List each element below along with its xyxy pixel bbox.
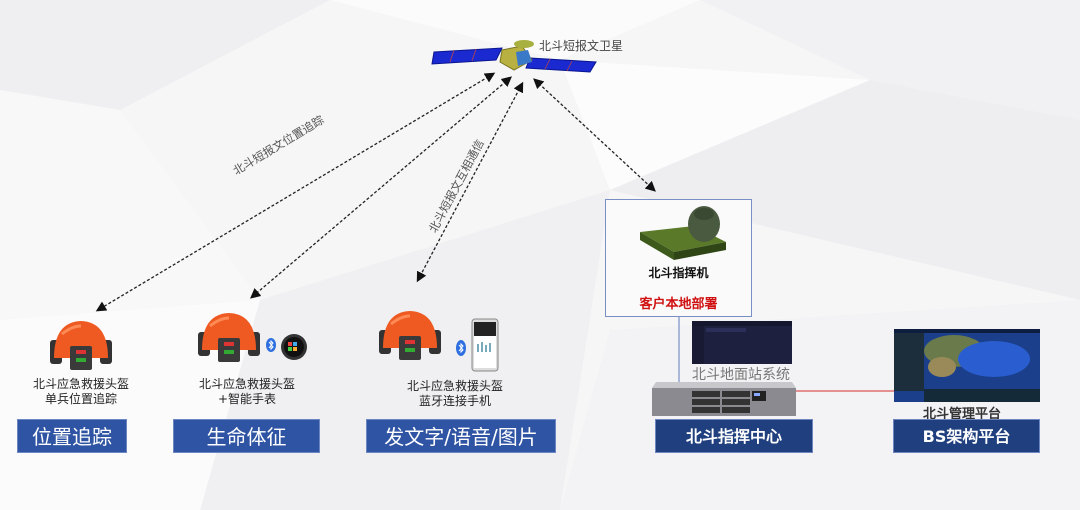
device-3-caption: 北斗应急救援头盔 蓝牙连接手机 (388, 379, 522, 409)
category-position-tracking: 位置追踪 (17, 419, 127, 453)
management-platform-map (894, 329, 1040, 402)
deployment-label: 客户本地部署 (639, 297, 718, 312)
smartwatch-icon (281, 334, 307, 360)
category-command-center: 北斗指挥中心 (655, 419, 813, 453)
category-messaging: 发文字/语音/图片 (366, 419, 556, 453)
helmet-icon (379, 311, 441, 360)
device-3-line2: 蓝牙连接手机 (418, 394, 491, 408)
bluetooth-icon (266, 338, 276, 352)
command-unit-label: 北斗指挥机 (648, 266, 709, 280)
device-1-line2: 单兵位置追踪 (44, 392, 117, 406)
helmet-icon (50, 321, 112, 370)
satellite-icon (431, 40, 597, 73)
bluetooth-icon (456, 340, 466, 356)
device-1-line1: 北斗应急救援头盔 (32, 377, 129, 391)
management-platform-label: 北斗管理平台 (923, 407, 1002, 422)
category-vital-signs: 生命体征 (173, 419, 320, 453)
category-bs-platform: BS架构平台 (893, 419, 1040, 453)
local-deployment-box: 北斗指挥机 客户本地部署 (605, 199, 752, 317)
device-2-line1: 北斗应急救援头盔 (198, 377, 295, 391)
ground-station-label: 北斗地面站系统 (692, 367, 790, 383)
device-2-line2: +智能手表 (217, 392, 277, 406)
device-2-caption: 北斗应急救援头盔 +智能手表 (180, 377, 314, 407)
smartphone-icon (471, 318, 499, 372)
ground-station-screen (692, 321, 792, 364)
command-unit-icon (640, 206, 726, 260)
server-icon (652, 382, 796, 416)
device-1-caption: 北斗应急救援头盔 单兵位置追踪 (14, 377, 148, 407)
helmet-icon (198, 313, 260, 362)
satellite-label: 北斗短报文卫星 (539, 39, 624, 53)
device-3-line1: 北斗应急救援头盔 (406, 379, 503, 393)
